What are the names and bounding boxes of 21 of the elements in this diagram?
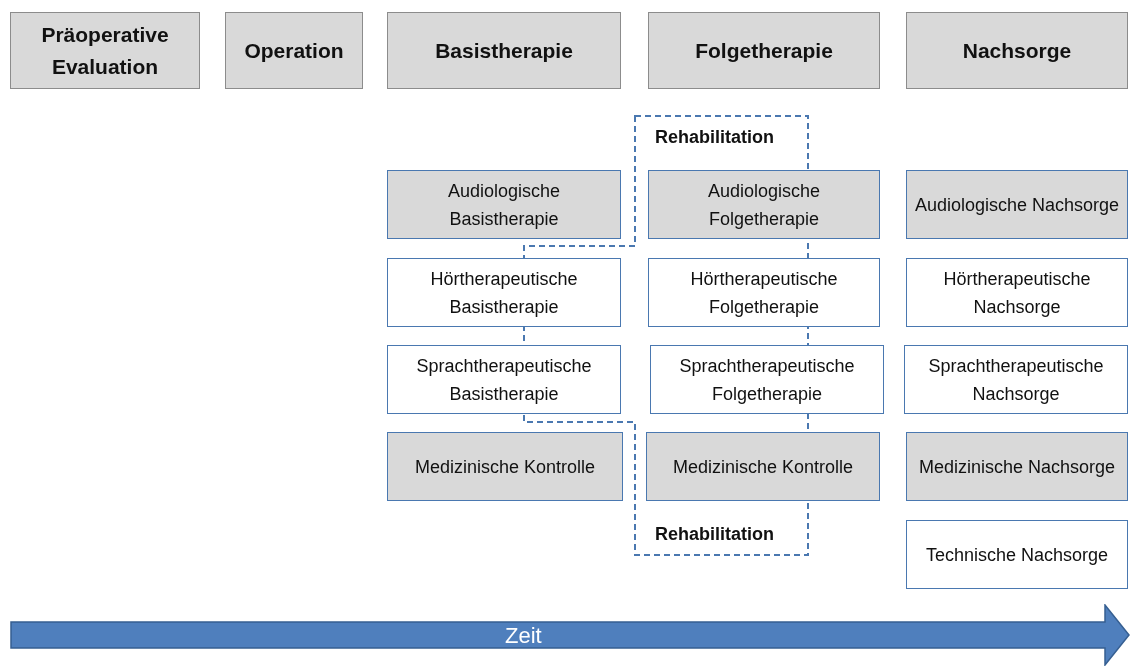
therapy-box: Medizinische Kontrolle — [646, 432, 880, 501]
therapy-box: Medizinische Kontrolle — [387, 432, 623, 501]
therapy-box: Audiologische Nachsorge — [906, 170, 1128, 239]
region-label: Rehabilitation — [655, 523, 774, 546]
therapy-box: Technische Nachsorge — [906, 520, 1128, 589]
phase-header: Nachsorge — [906, 12, 1128, 89]
therapy-box: Audiologische Folgetherapie — [648, 170, 880, 239]
therapy-box: Medizinische Nachsorge — [906, 432, 1128, 501]
therapy-box: Hörtherapeutische Basistherapie — [387, 258, 621, 327]
phase-header: Basistherapie — [387, 12, 621, 89]
phase-header: Präoperative Evaluation — [10, 12, 200, 89]
region-label: Rehabilitation — [655, 126, 774, 149]
time-label: Zeit — [505, 624, 542, 648]
phase-header: Operation — [225, 12, 363, 89]
therapy-box: Sprachtherapeutische Nachsorge — [904, 345, 1128, 414]
phase-header: Folgetherapie — [648, 12, 880, 89]
therapy-box: Hörtherapeutische Folgetherapie — [648, 258, 880, 327]
therapy-box: Audiologische Basistherapie — [387, 170, 621, 239]
therapy-box: Sprachtherapeutische Folgetherapie — [650, 345, 884, 414]
therapy-box: Sprachtherapeutische Basistherapie — [387, 345, 621, 414]
therapy-box: Hörtherapeutische Nachsorge — [906, 258, 1128, 327]
